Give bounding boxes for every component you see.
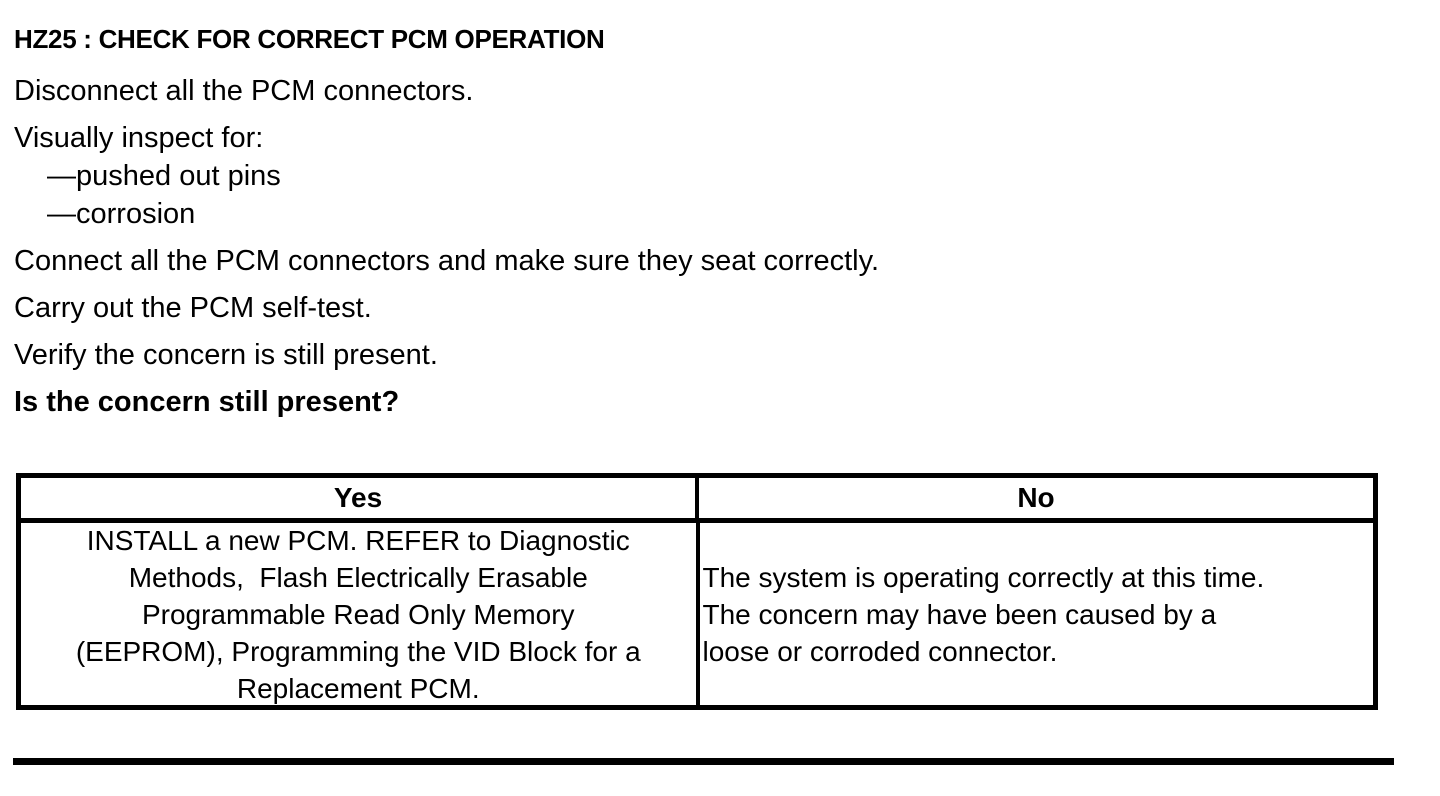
- results-table-body-row: INSTALL a new PCM. REFER to Diagnostic M…: [21, 523, 1373, 705]
- step-connect-connectors: Connect all the PCM connectors and make …: [14, 245, 880, 277]
- step-self-test: Carry out the PCM self-test.: [14, 292, 372, 324]
- yes-column-header: Yes: [21, 478, 699, 518]
- no-action-text: The system is operating correctly at thi…: [702, 561, 1265, 667]
- no-column-header: No: [1017, 482, 1055, 513]
- yes-action-cell: INSTALL a new PCM. REFER to Diagnostic M…: [21, 523, 700, 705]
- step-verify-concern: Verify the concern is still present.: [14, 339, 438, 371]
- procedure-title: HZ25 : CHECK FOR CORRECT PCM OPERATION: [14, 24, 605, 54]
- results-table: Yes No INSTALL a new PCM. REFER to Diagn…: [16, 473, 1378, 710]
- inspect-item-pushed-out-pins: —pushed out pins: [47, 160, 281, 192]
- yes-action-text: INSTALL a new PCM. REFER to Diagnostic M…: [75, 524, 641, 704]
- results-table-header-row: Yes No: [21, 478, 1373, 523]
- inspect-item-corrosion: —corrosion: [47, 198, 196, 230]
- inspect-intro: Visually inspect for:: [14, 122, 264, 154]
- bottom-divider-rule: [13, 758, 1394, 765]
- question-text: Is the concern still present?: [14, 386, 400, 418]
- step-visually-inspect: Visually inspect for: —pushed out pins —…: [14, 119, 1114, 233]
- procedure-steps: Disconnect all the PCM connectors. Visua…: [14, 72, 1114, 430]
- step-disconnect-connectors: Disconnect all the PCM connectors.: [14, 75, 474, 107]
- no-action-cell: The system is operating correctly at thi…: [700, 523, 1374, 705]
